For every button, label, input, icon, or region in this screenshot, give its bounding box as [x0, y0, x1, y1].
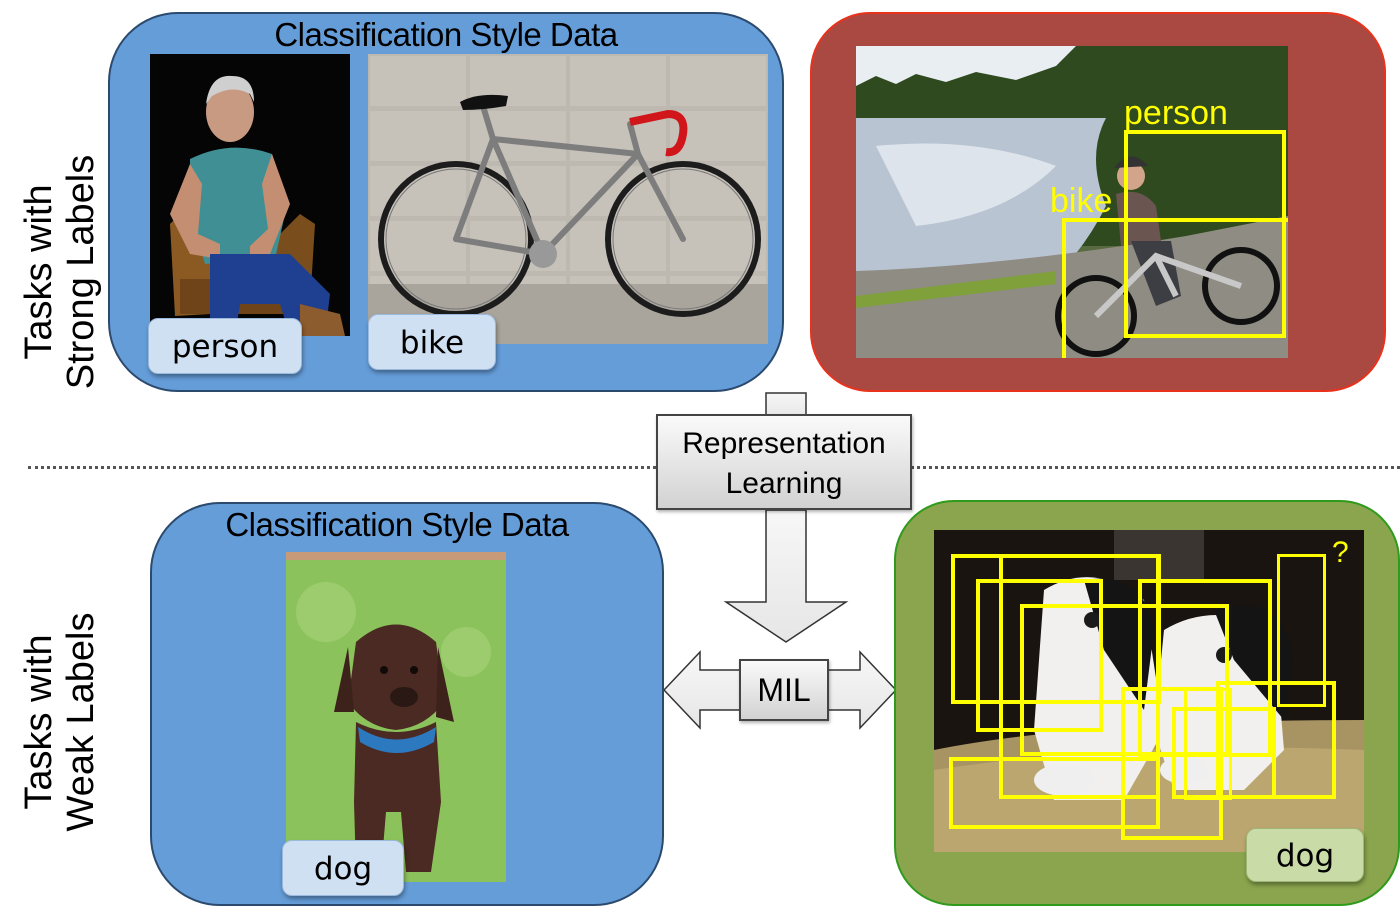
mil-label: MIL	[757, 672, 811, 708]
tag-person: person	[148, 318, 302, 374]
arrow-down	[723, 509, 849, 643]
arrow-stem-top	[765, 392, 807, 419]
uncertain-mark: ?	[1332, 536, 1349, 569]
tag-dog-weak: dog	[1246, 828, 1364, 882]
panel-weak-classification: Classification Style Data dog	[150, 502, 664, 906]
image-person	[150, 54, 350, 336]
flow-arrows	[662, 392, 898, 730]
row-label-strong-line2: Strong Labels	[60, 154, 102, 390]
panel-title: Classification Style Data	[225, 506, 569, 543]
representation-learning-line1: Representation	[682, 427, 886, 460]
tag-bike: bike	[368, 314, 496, 370]
row-label-weak-line1: Tasks with	[18, 634, 60, 810]
candidate-box	[1216, 681, 1336, 799]
candidate-box	[976, 579, 1103, 732]
candidate-box	[999, 554, 1160, 799]
candidate-box	[1121, 687, 1223, 840]
candidate-box	[1277, 554, 1326, 707]
image-bike	[368, 54, 768, 344]
bbox-person	[1124, 130, 1286, 338]
panel-strong-detection: person bike	[810, 12, 1386, 392]
bbox-label-bike: bike	[1050, 182, 1113, 220]
representation-learning-box: Representation Learning	[656, 414, 912, 510]
row-label-weak: Tasks with Weak Labels	[18, 602, 102, 842]
mil-box: MIL	[739, 659, 829, 721]
image-cyclist-lake: person bike	[856, 46, 1288, 358]
row-label-weak-line2: Weak Labels	[60, 612, 102, 832]
panel-strong-classification: Classification Style Data person	[108, 12, 784, 392]
row-label-strong-line1: Tasks with	[18, 184, 60, 360]
panel-title: Classification Style Data	[274, 16, 618, 53]
candidate-box	[944, 554, 954, 555]
tag-dog: dog	[282, 840, 404, 896]
candidate-box	[949, 757, 1160, 829]
image-puppy	[286, 552, 506, 882]
bbox-label-person: person	[1124, 94, 1228, 132]
row-label-strong: Tasks with Strong Labels	[18, 152, 102, 392]
representation-learning-line2: Learning	[725, 467, 843, 500]
candidate-box	[1184, 688, 1232, 800]
panel-weak-mil: ? dog	[894, 500, 1400, 906]
candidate-box	[1138, 579, 1272, 757]
image-two-dogs: ?	[934, 530, 1364, 852]
bbox-bike	[1062, 218, 1288, 358]
